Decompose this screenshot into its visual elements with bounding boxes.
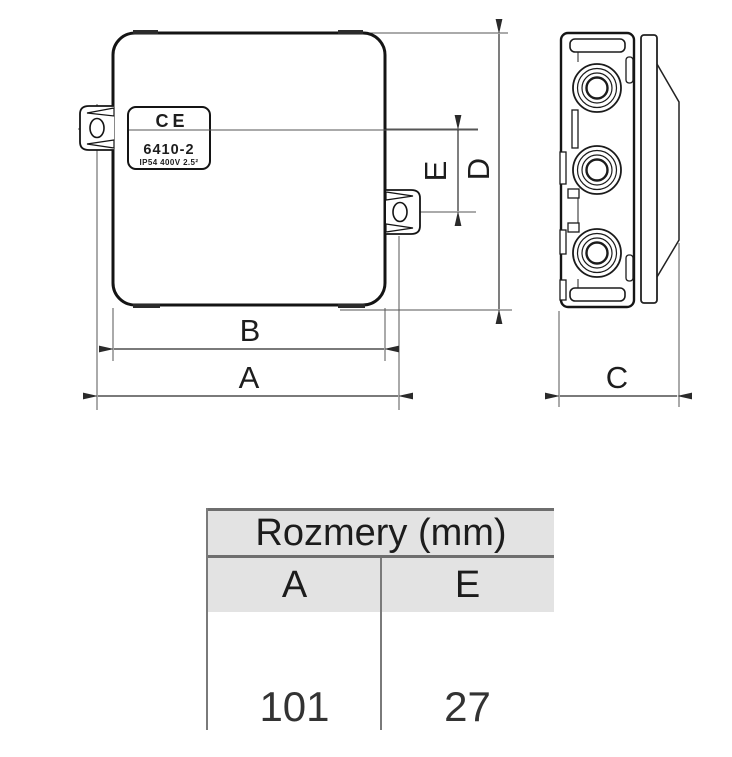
value-e: 27 — [444, 683, 491, 730]
side-top-rib — [569, 38, 626, 53]
side-clips — [559, 56, 634, 301]
front-view-body — [111, 31, 387, 307]
spec-text: IP54 400V 2.5² — [140, 158, 199, 167]
dim-label-a: A — [239, 360, 260, 395]
cable-gland-middle — [572, 145, 622, 195]
lid-profile — [640, 34, 680, 304]
lug-hole-right — [392, 201, 408, 223]
dim-label-b: B — [240, 313, 261, 348]
dim-label-d: D — [461, 158, 496, 180]
column-header-a: A — [281, 564, 308, 606]
cable-gland-bottom — [572, 228, 622, 278]
dim-label-e: E — [418, 161, 453, 182]
side-bottom-rib — [569, 287, 626, 302]
table-value-row: 101 27 — [208, 612, 554, 731]
side-view — [559, 31, 680, 309]
mounting-lug-right — [385, 189, 421, 235]
dimension-lines — [83, 19, 692, 400]
front-view-tabs — [133, 30, 365, 308]
column-header-e: E — [454, 564, 481, 606]
front-view: CE 6410-2 IP54 400V 2.5² — [79, 30, 478, 308]
technical-drawing: CE 6410-2 IP54 400V 2.5² — [78, 19, 692, 410]
dim-label-c: C — [606, 360, 628, 395]
ce-mark: CE — [155, 111, 188, 131]
dimensions-table: Rozmery (mm) A E 101 27 — [206, 508, 554, 730]
cable-gland-top — [572, 63, 622, 113]
product-label: CE 6410-2 IP54 400V 2.5² — [127, 106, 478, 170]
side-view-body — [559, 31, 636, 309]
mounting-lug-left — [79, 105, 115, 151]
table-title: Rozmery (mm) — [208, 508, 554, 558]
model-number: 6410-2 — [143, 142, 194, 158]
lug-hole-left — [89, 117, 105, 139]
value-a: 101 — [259, 683, 330, 730]
table-column-divider — [380, 558, 382, 730]
